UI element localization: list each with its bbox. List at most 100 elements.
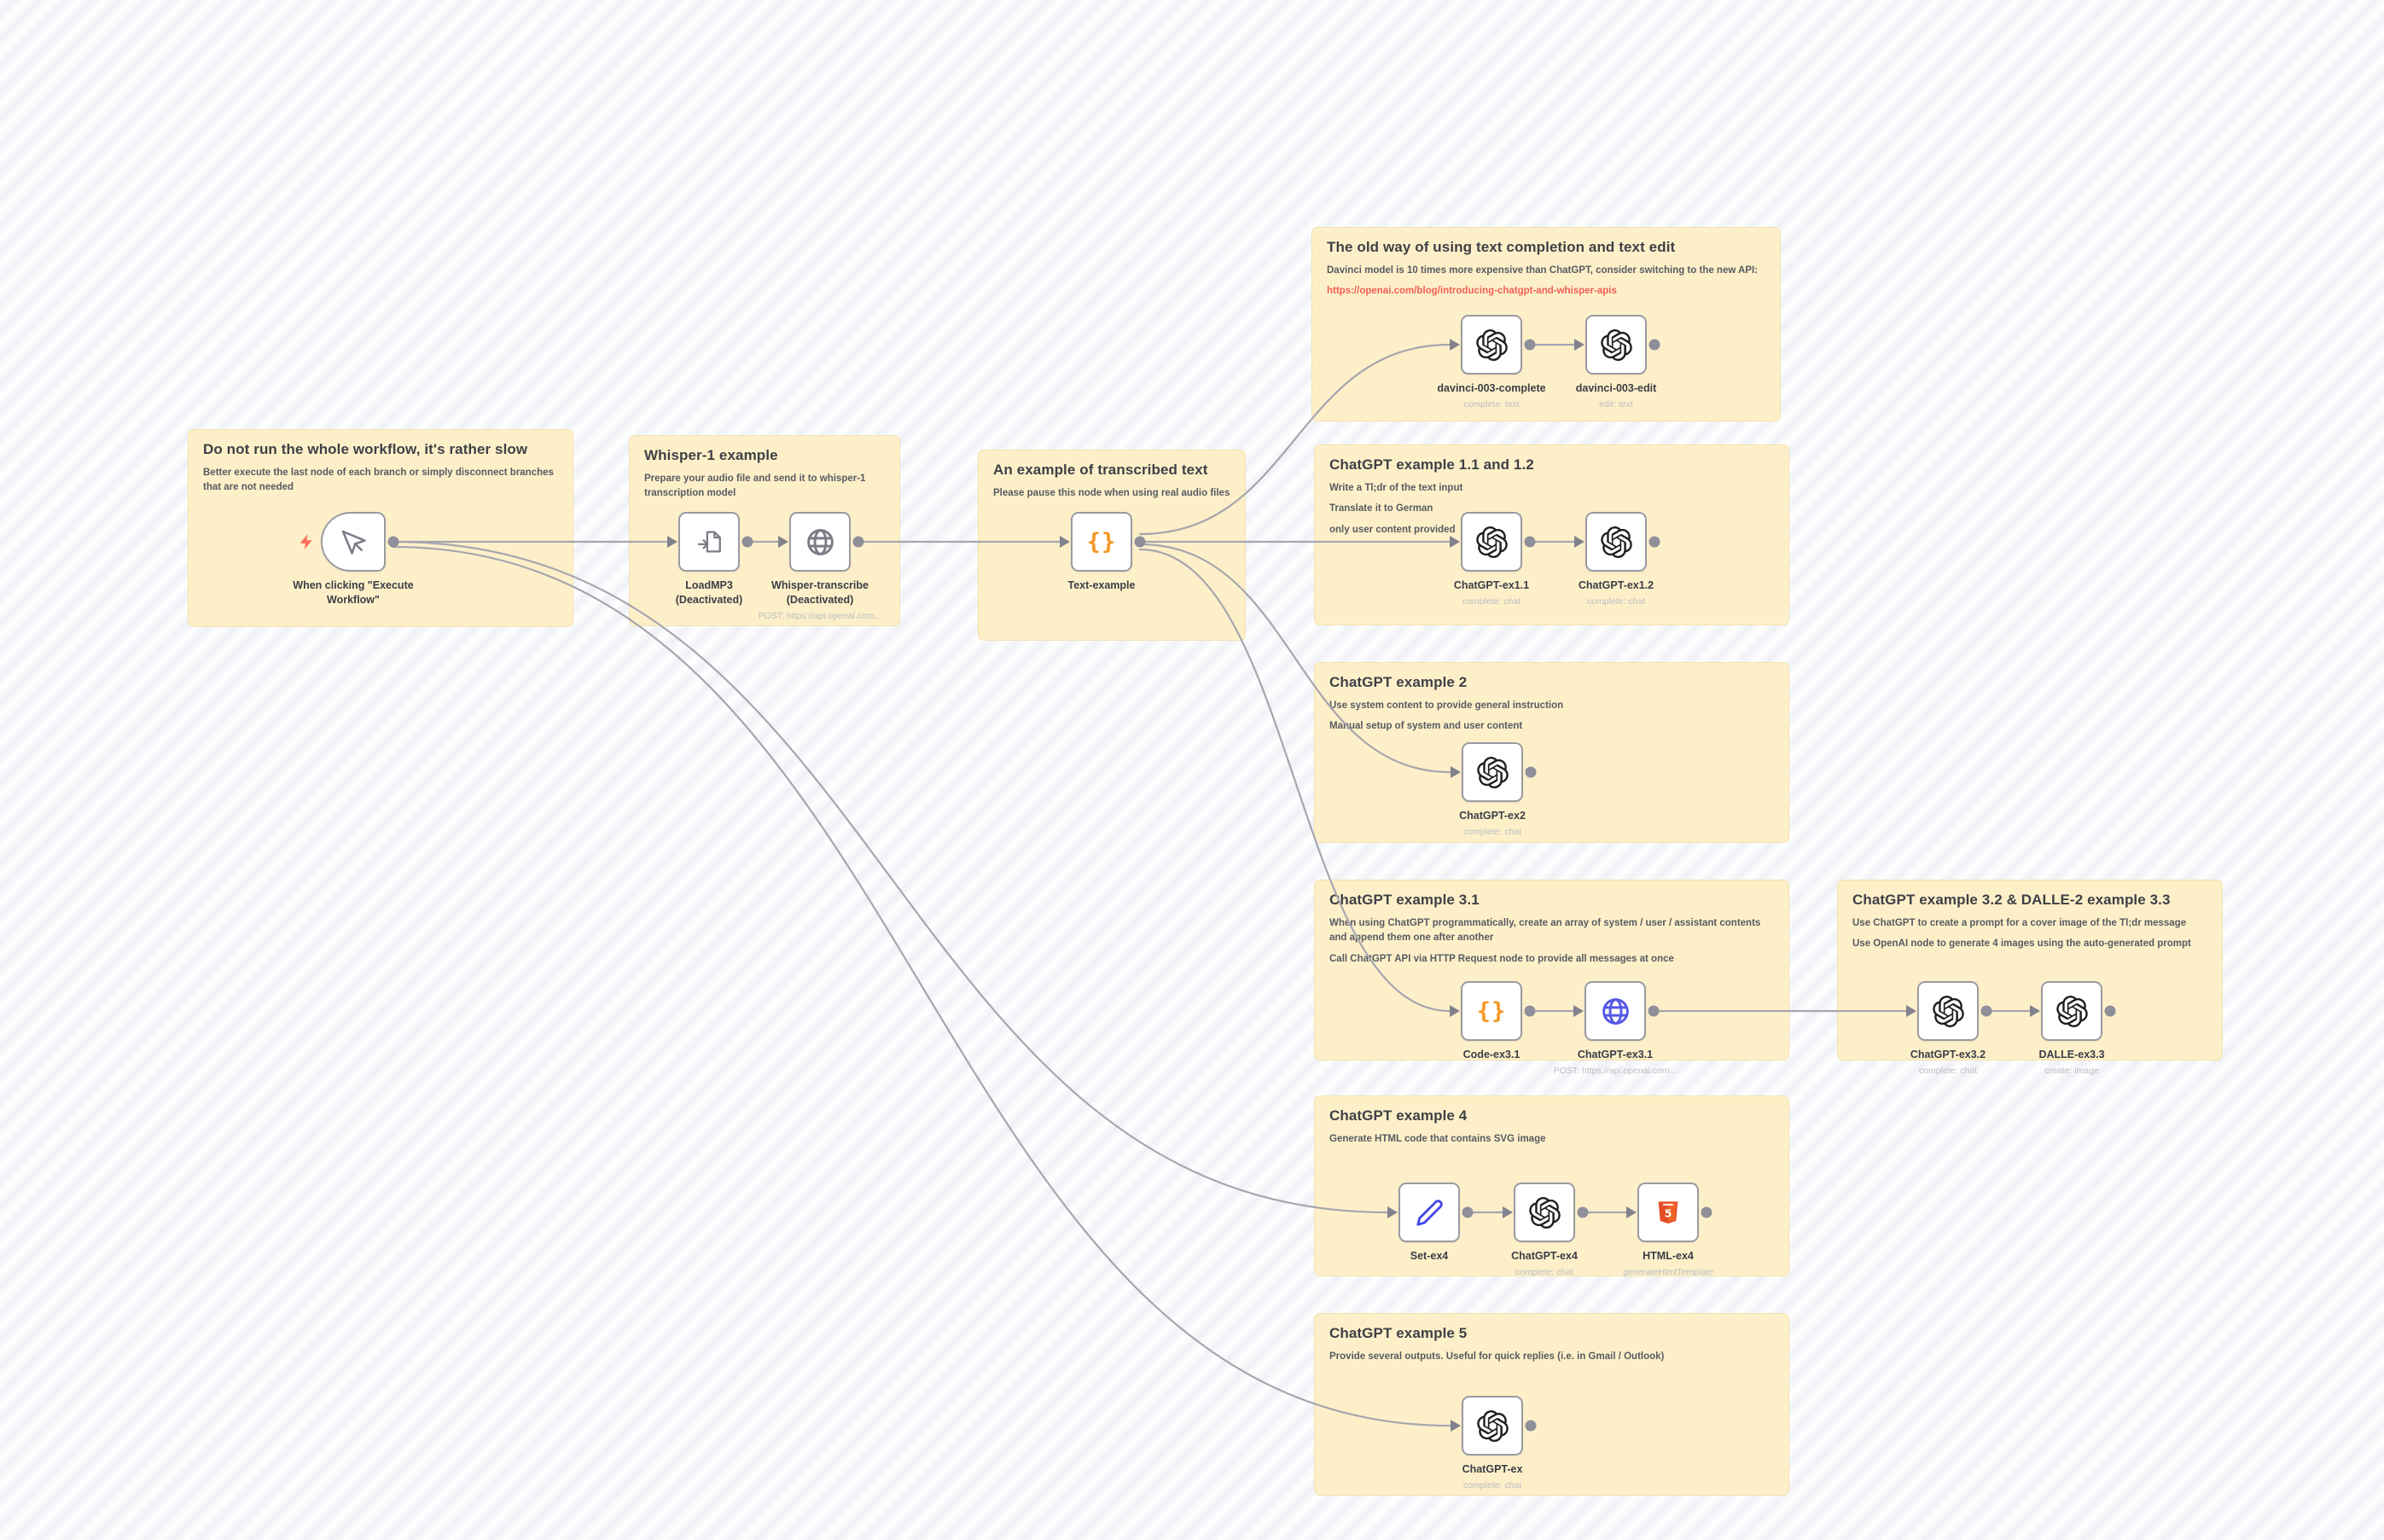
node-wrap-gpt2: ChatGPT-ex2 complete: chat xyxy=(1459,742,1526,837)
sticky-text: Davinci model is 10 times more expensive… xyxy=(1327,265,1759,276)
connection-trigger-to-gpt5[interactable] xyxy=(392,545,1452,1427)
node-label: Text-example xyxy=(1020,578,1183,593)
node-wrap-textex: {} Text-example xyxy=(1068,512,1135,591)
node-label-line: Workflow" xyxy=(327,593,380,606)
pen-icon xyxy=(1416,1199,1443,1226)
node-sublabel: complete: chat xyxy=(1462,596,1521,607)
node-label-line: ChatGPT-ex2 xyxy=(1459,810,1526,822)
node-sublabel: create: image xyxy=(2044,1065,2099,1076)
node-davinci_e[interactable] xyxy=(1585,315,1647,375)
sticky-note-note-ex32[interactable]: ChatGPT example 3.2 & DALLE-2 example 3.… xyxy=(1837,880,2223,1061)
node-sublabel: complete: chat xyxy=(1462,1479,1522,1491)
node-whisper[interactable] xyxy=(789,512,851,572)
node-gpt4[interactable] xyxy=(1514,1183,1575,1242)
globe-icon xyxy=(806,528,834,555)
node-label: ChatGPT-ex1.2 complete: chat xyxy=(1535,578,1697,607)
node-label: Whisper-transcribe(Deactivated)POST: htt… xyxy=(739,578,901,622)
sticky-title: The old way of using text completion and… xyxy=(1327,239,1676,255)
braces-icon: {} xyxy=(1086,528,1117,555)
node-label: HTML-ex4 generateHtmlTemplate xyxy=(1587,1249,1749,1278)
node-sublabel: complete: chat xyxy=(1462,826,1522,837)
node-gpt31[interactable] xyxy=(1584,981,1646,1041)
node-label-line: DALLE-ex3.3 xyxy=(2038,1049,2105,1061)
connection-trigger-to-set4[interactable] xyxy=(392,540,1389,1214)
node-dalle33[interactable] xyxy=(2041,981,2102,1041)
sticky-title: ChatGPT example 3.1 xyxy=(1329,892,1480,908)
sticky-note-note-slow[interactable]: Do not run the whole workflow, it's rath… xyxy=(188,429,573,627)
node-sublabel: generateHtmlTemplate xyxy=(1623,1266,1713,1277)
sticky-title: Whisper-1 example xyxy=(644,447,778,463)
node-textex[interactable]: {} xyxy=(1071,512,1132,572)
node-label: ChatGPT-ex2 complete: chat xyxy=(1411,809,1573,838)
sticky-text: Call ChatGPT API via HTTP Request node t… xyxy=(1329,953,1674,964)
sticky-text: Use OpenAI node to generate 4 images usi… xyxy=(1852,939,2191,950)
node-label: ChatGPT-ex3.2 complete: chat xyxy=(1867,1048,2029,1077)
node-label-line: davinci-003-complete xyxy=(1437,382,1546,394)
sticky-title: An example of transcribed text xyxy=(993,462,1208,478)
node-gpt32[interactable] xyxy=(1917,981,1979,1041)
openai-icon xyxy=(1528,1196,1561,1229)
sticky-text: Use ChatGPT to create a prompt for a cov… xyxy=(1852,918,2187,928)
sticky-text: Use system content to provide general in… xyxy=(1329,700,1564,711)
node-sublabel: POST: https://api.openai.com... xyxy=(758,610,882,621)
node-label-line: Text-example xyxy=(1067,579,1136,591)
sticky-text: Provide several outputs. Useful for quic… xyxy=(1329,1351,1665,1362)
node-label-line: davinci-003-edit xyxy=(1575,382,1657,394)
node-label: davinci-003-complete complete: text xyxy=(1410,381,1573,410)
openai-icon xyxy=(1475,526,1508,558)
node-wrap-dalle33: DALLE-ex3.3 create: image xyxy=(2038,981,2105,1076)
node-trigger[interactable] xyxy=(299,512,386,572)
node-sublabel: complete: text xyxy=(1463,398,1520,410)
node-wrap-davinci_c: davinci-003-complete complete: text xyxy=(1437,315,1546,410)
sticky-text: Prepare your audio file and send it to w… xyxy=(644,474,866,499)
node-gpt12[interactable] xyxy=(1585,512,1647,572)
sticky-link[interactable]: https://openai.com/blog/introducing-chat… xyxy=(1327,286,1617,297)
node-label-line: Code-ex3.1 xyxy=(1462,1049,1521,1061)
node-wrap-set4: Set-ex4 xyxy=(1398,1183,1460,1262)
sticky-title: ChatGPT example 4 xyxy=(1329,1107,1468,1124)
node-label-line: ChatGPT-ex3.1 xyxy=(1577,1049,1654,1061)
node-wrap-gpt12: ChatGPT-ex1.2 complete: chat xyxy=(1579,512,1654,607)
svg-text:5: 5 xyxy=(1665,1207,1672,1220)
openai-icon xyxy=(1932,995,1964,1027)
sticky-text: Better execute the last node of each bra… xyxy=(203,468,554,493)
cursor-icon xyxy=(341,530,366,555)
node-gpt11[interactable] xyxy=(1461,512,1522,572)
node-set4[interactable] xyxy=(1398,1183,1460,1242)
node-html4[interactable]: 5 xyxy=(1637,1183,1699,1242)
sticky-text: When using ChatGPT programmatically, cre… xyxy=(1329,918,1761,944)
node-davinci_c[interactable] xyxy=(1461,315,1522,375)
node-gpt2[interactable] xyxy=(1462,742,1523,802)
node-gpt5[interactable] xyxy=(1462,1396,1523,1456)
node-code31[interactable]: {} xyxy=(1461,981,1522,1041)
node-label-line: ChatGPT-ex1.1 xyxy=(1453,579,1530,591)
node-label-line: ChatGPT-ex1.2 xyxy=(1578,579,1654,591)
file-import-icon xyxy=(697,531,721,553)
node-label-line: ChatGPT-ex3.2 xyxy=(1910,1049,1986,1061)
sticky-text: Write a Tl;dr of the text input xyxy=(1329,483,1463,493)
node-label: ChatGPT-ex1.1 complete: chat xyxy=(1410,578,1573,607)
sticky-text: Manual setup of system and user content xyxy=(1329,721,1523,732)
node-label-line: HTML-ex4 xyxy=(1643,1250,1694,1262)
node-sublabel: complete: chat xyxy=(1515,1266,1574,1277)
lightning-icon xyxy=(299,534,312,549)
node-sublabel: complete: chat xyxy=(1586,596,1646,607)
node-label-line: Whisper-transcribe xyxy=(771,579,869,591)
braces-icon: {} xyxy=(1476,997,1507,1025)
sticky-title: ChatGPT example 5 xyxy=(1329,1325,1468,1341)
sticky-text: Please pause this node when using real a… xyxy=(993,488,1230,498)
node-loadmp3[interactable] xyxy=(678,512,740,572)
node-sublabel: complete: chat xyxy=(1918,1065,1978,1076)
node-label: Code-ex3.1 xyxy=(1410,1048,1573,1062)
